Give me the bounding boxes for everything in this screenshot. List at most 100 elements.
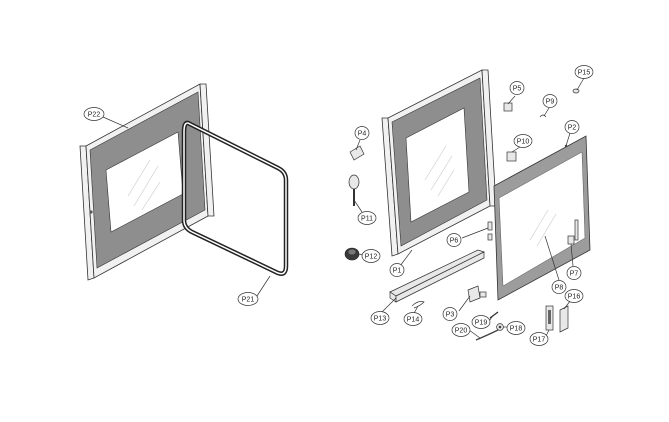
frame-p1-glass xyxy=(405,107,470,223)
glass-reflection xyxy=(536,213,557,247)
svg-text:P12: P12 xyxy=(365,254,378,261)
rail-front xyxy=(395,251,485,303)
svg-text:P9: P9 xyxy=(546,99,555,106)
panel-p2-glass xyxy=(498,151,586,287)
strip-p17-slot xyxy=(548,310,551,324)
svg-text:P21: P21 xyxy=(242,297,255,304)
svg-text:P1: P1 xyxy=(393,268,402,275)
svg-text:P20: P20 xyxy=(455,328,468,335)
pad-p5 xyxy=(503,102,513,112)
label-p9: P9 xyxy=(542,94,558,108)
door-frame-p1 xyxy=(381,69,497,257)
glass-reflection xyxy=(127,159,151,197)
glass-panel-p2 xyxy=(493,135,591,301)
handle-p11 xyxy=(348,174,360,206)
glass-reflection xyxy=(529,209,549,241)
bar-p8 xyxy=(574,219,579,241)
leader-p5 xyxy=(507,95,516,105)
svg-text:P11: P11 xyxy=(361,216,373,223)
svg-text:P5: P5 xyxy=(513,86,522,93)
label-p8: P8 xyxy=(551,280,567,294)
label-p4: P4 xyxy=(354,126,370,140)
knob-top xyxy=(347,248,357,256)
label-p3: P3 xyxy=(442,307,458,321)
hinge-p6-a xyxy=(487,221,493,231)
leader-p10 xyxy=(511,146,521,153)
svg-text:P10: P10 xyxy=(517,139,530,146)
svg-text:P6: P6 xyxy=(450,238,459,245)
latch-p3 xyxy=(467,285,487,303)
clip-p7 xyxy=(567,235,575,245)
label-p6: P6 xyxy=(446,233,462,247)
label-p11: P11 xyxy=(357,211,377,225)
glass-reflection xyxy=(437,169,455,197)
label-p22: P22 xyxy=(83,107,105,121)
pin-p19 xyxy=(489,311,499,319)
knob-p12 xyxy=(344,247,360,261)
label-p17: P17 xyxy=(529,332,549,346)
leader-p20 xyxy=(468,329,481,339)
glass-reflection xyxy=(424,145,447,181)
label-p13: P13 xyxy=(370,311,390,325)
pad-p10 xyxy=(506,151,517,162)
leader-p9 xyxy=(543,107,550,117)
label-p18: P18 xyxy=(506,321,526,335)
svg-text:P22: P22 xyxy=(88,112,101,119)
label-p15: P15 xyxy=(574,65,594,79)
label-p14: P14 xyxy=(403,312,423,326)
leader-p21 xyxy=(256,275,271,297)
handle-head xyxy=(348,174,360,190)
label-p2: P2 xyxy=(564,120,580,134)
leader-p7 xyxy=(570,243,574,267)
label-p7: P7 xyxy=(566,266,582,280)
strip-p16 xyxy=(559,305,569,333)
svg-text:P8: P8 xyxy=(555,285,564,292)
leader-p15 xyxy=(576,77,585,91)
svg-text:P13: P13 xyxy=(374,316,387,323)
label-p5: P5 xyxy=(509,81,525,95)
spring-p9 xyxy=(539,114,547,118)
glass-reflection xyxy=(141,181,161,211)
label-p10: P10 xyxy=(513,134,533,148)
label-p1: P1 xyxy=(389,263,405,277)
door-hinge-pin xyxy=(89,210,93,214)
svg-text:P2: P2 xyxy=(568,125,577,132)
svg-text:P14: P14 xyxy=(407,317,420,324)
label-p21: P21 xyxy=(237,292,259,306)
door-frame-edge xyxy=(199,83,215,217)
glass-reflection xyxy=(430,155,453,191)
leader-p13 xyxy=(379,297,397,315)
label-p19: P19 xyxy=(471,315,491,329)
svg-text:P16: P16 xyxy=(568,294,581,301)
leader-p22 xyxy=(102,116,129,129)
washer-hole xyxy=(498,325,502,329)
label-p16: P16 xyxy=(564,289,584,303)
rail-p13 xyxy=(389,249,485,303)
gasket-p21 xyxy=(181,120,289,276)
label-p20: P20 xyxy=(451,323,471,337)
hinge-p6-b xyxy=(487,233,493,241)
spring-p14 xyxy=(411,301,425,309)
svg-text:P3: P3 xyxy=(446,312,455,319)
label-p12: P12 xyxy=(361,249,381,263)
latch-body xyxy=(467,285,481,303)
svg-text:P15: P15 xyxy=(578,70,591,77)
leader-p1 xyxy=(399,249,413,267)
leader-p6 xyxy=(461,227,489,239)
bolt-p20 xyxy=(475,329,499,341)
svg-text:P7: P7 xyxy=(570,271,579,278)
svg-text:P19: P19 xyxy=(475,320,488,327)
svg-text:P17: P17 xyxy=(533,337,546,344)
gasket-highlight xyxy=(183,122,287,275)
svg-text:P18: P18 xyxy=(510,326,523,333)
glass-reflection xyxy=(133,165,159,207)
leader-p8 xyxy=(544,235,560,281)
leader-p4 xyxy=(355,139,361,151)
leader-p2 xyxy=(565,132,571,147)
leader-p11 xyxy=(353,199,363,213)
latch-tab xyxy=(479,291,487,298)
leader-p3 xyxy=(458,295,471,312)
svg-text:P4: P4 xyxy=(358,131,367,138)
